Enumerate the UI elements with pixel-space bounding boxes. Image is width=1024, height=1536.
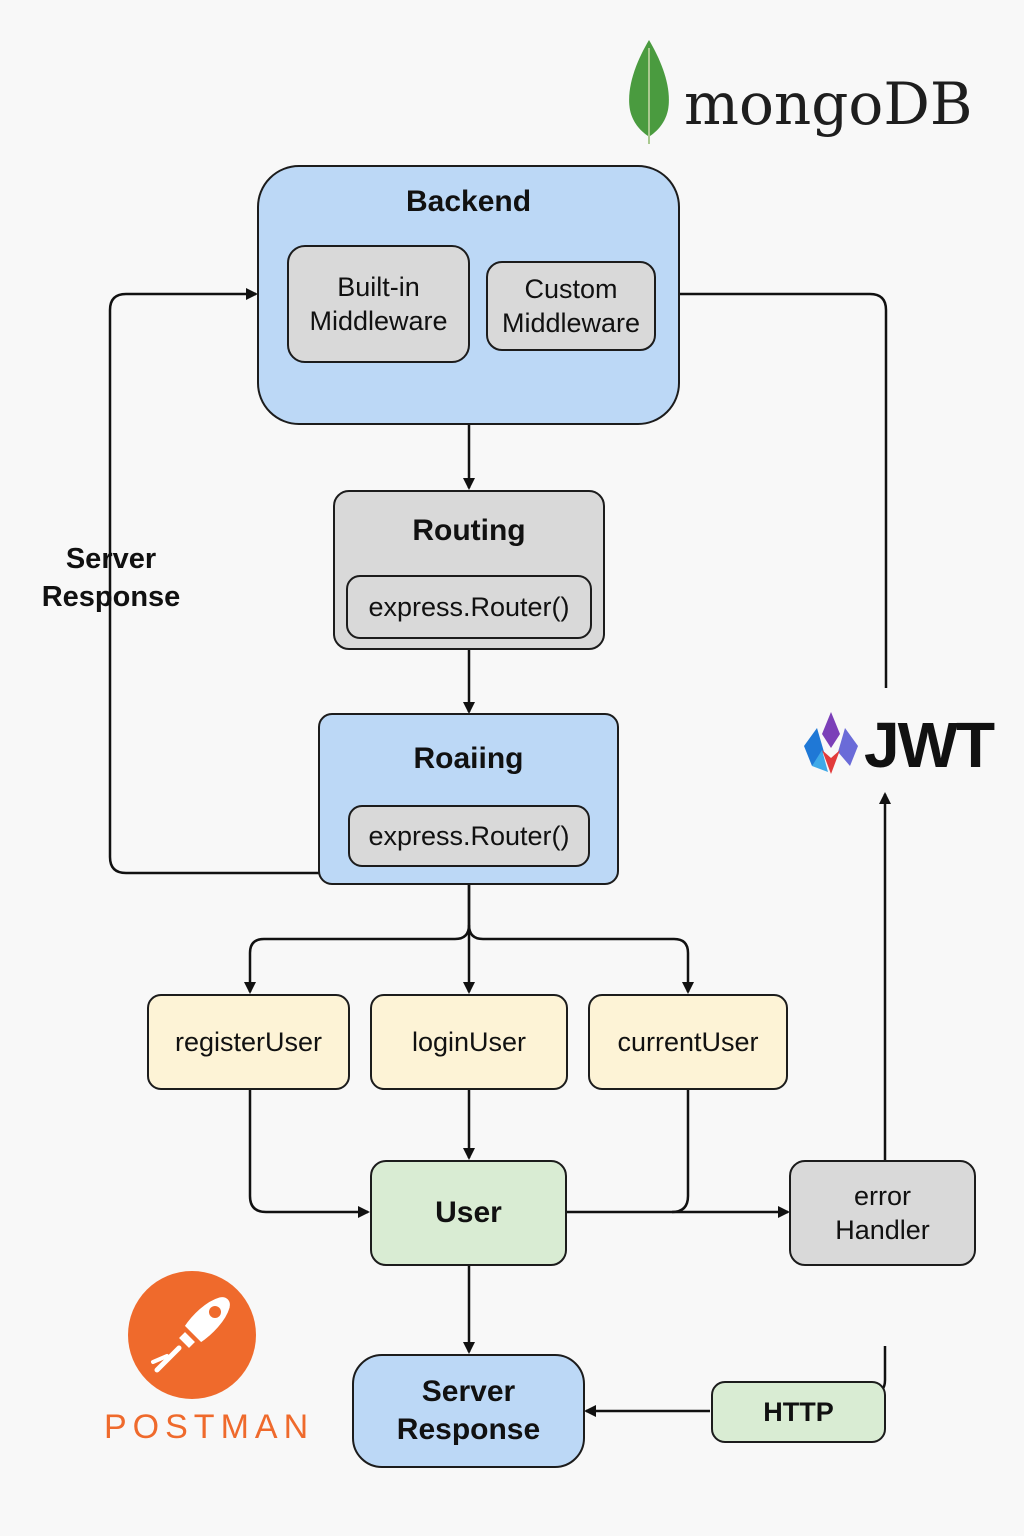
register-user-label: registerUser	[174, 1027, 323, 1057]
current-user-box: currentUser	[588, 994, 788, 1090]
server-response-line1: Server	[421, 1375, 516, 1408]
connector-current-to-user	[671, 1090, 690, 1214]
server-response-line2: Response	[396, 1413, 541, 1446]
builtin-middleware-box: Built-in Middleware	[287, 245, 470, 363]
feedback-server-response-label: Server Response	[32, 540, 190, 616]
feedback-label-line2: Response	[41, 581, 181, 613]
login-user-label: loginUser	[411, 1027, 527, 1057]
http-label: HTTP	[763, 1397, 834, 1427]
register-user-box: registerUser	[147, 994, 350, 1090]
error-handler-line2: Handler	[835, 1215, 930, 1245]
routing2-box: Roaiing express.Router()	[318, 713, 619, 885]
routing-box: Routing express.Router()	[333, 490, 605, 650]
arrow-feedback-to-backend	[108, 288, 320, 875]
mongodb-logo-text: mongoDB	[684, 70, 973, 138]
feedback-label-line1: Server	[65, 543, 157, 575]
custom-middleware-line1: Custom	[524, 274, 618, 304]
postman-rocket-icon	[128, 1271, 256, 1399]
custom-middleware-box: Custom Middleware	[486, 261, 656, 351]
http-box: HTTP	[711, 1381, 886, 1443]
error-handler-box: error Handler	[789, 1160, 976, 1266]
jwt-logo-icon	[804, 712, 858, 774]
custom-middleware-line2: Middleware	[501, 308, 641, 338]
builtin-middleware-line2: Middleware	[309, 306, 448, 336]
error-handler-line1: error	[853, 1181, 911, 1211]
server-response-box: Server Response	[352, 1354, 585, 1468]
current-user-label: currentUser	[617, 1027, 759, 1057]
user-label: User	[435, 1196, 502, 1229]
login-user-box: loginUser	[370, 994, 568, 1090]
user-box: User	[370, 1160, 567, 1266]
routing-title: Routing	[412, 514, 526, 547]
postman-logo-text: POSTMAN	[104, 1408, 315, 1446]
arrow-routing2-to-current	[467, 924, 694, 994]
routing2-router-label: express.Router()	[368, 821, 570, 851]
routing2-router-box: express.Router()	[348, 805, 590, 867]
builtin-middleware-line1: Built-in	[337, 272, 420, 302]
arrow-routing2-to-register	[244, 885, 471, 994]
backend-box: Backend Built-in Middleware Custom Middl…	[257, 165, 680, 425]
backend-title: Backend	[405, 185, 532, 218]
jwt-logo-text: JWT	[864, 709, 995, 781]
routing2-title: Roaiing	[413, 742, 524, 775]
routing-router-box: express.Router()	[346, 575, 592, 639]
mongodb-leaf-icon	[629, 40, 669, 144]
connector-backend-to-jwt	[680, 292, 888, 688]
arrow-register-to-user	[248, 1090, 370, 1218]
routing-router-label: express.Router()	[368, 592, 570, 622]
